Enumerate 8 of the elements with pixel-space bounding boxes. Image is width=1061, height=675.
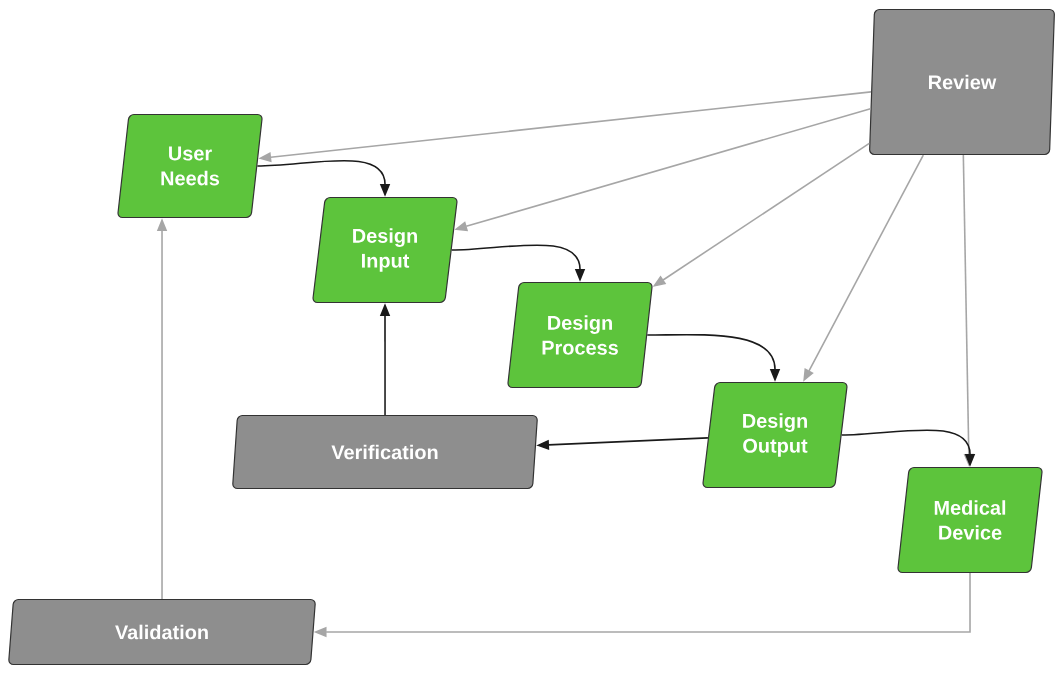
process-parallelogram: Design Process xyxy=(507,281,653,389)
process-parallelogram: Validation xyxy=(8,598,316,666)
process-parallelogram: Medical Device xyxy=(897,466,1043,574)
process-parallelogram: Design Output xyxy=(702,381,848,489)
process-parallelogram: Verification xyxy=(232,414,538,490)
process-parallelogram: Review xyxy=(869,8,1055,156)
process-parallelogram: Design Input xyxy=(312,196,458,304)
process-parallelogram: User Needs xyxy=(117,113,263,219)
